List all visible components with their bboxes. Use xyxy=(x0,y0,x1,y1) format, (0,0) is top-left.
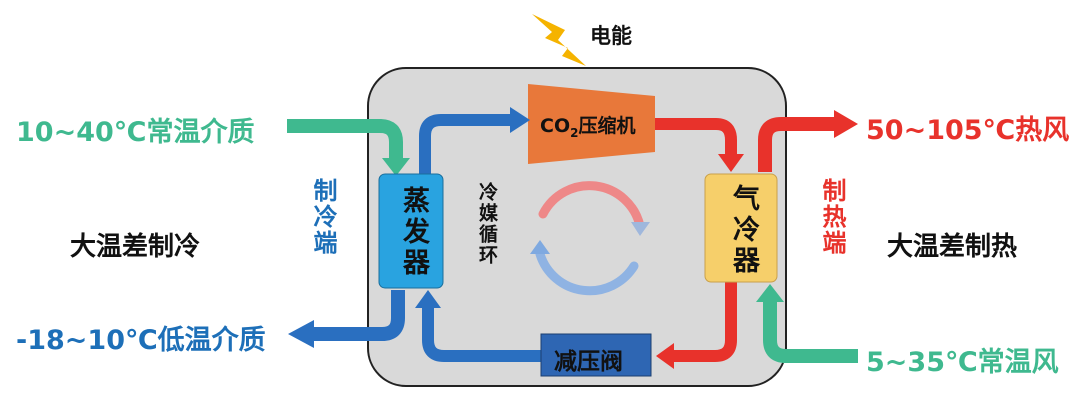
right-side-title: 大温差制热 xyxy=(887,232,1018,262)
heating-end-label: 制热端 xyxy=(818,178,846,256)
cooling-end-label: 制冷端 xyxy=(309,178,337,256)
cycle-arc-blue xyxy=(535,249,639,296)
flow-right-outlet-head xyxy=(834,110,858,138)
cycle-arc-red xyxy=(538,181,645,231)
evaporator-label: 蒸发器 xyxy=(398,186,429,279)
flow-left-inlet xyxy=(287,119,403,160)
flow-left-outlet-head xyxy=(288,320,314,348)
flow-compressor-to-cooler-head xyxy=(718,154,744,172)
evaporator-box xyxy=(378,173,444,289)
power-label: 电能 xyxy=(590,24,632,48)
flow-right-inlet-head xyxy=(756,284,784,302)
right-outlet-label: 50~105℃热风 xyxy=(866,115,1070,146)
flow-valve-to-evap xyxy=(422,306,541,362)
lightning-icon xyxy=(532,14,586,66)
flow-right-outlet xyxy=(758,117,836,172)
left-outlet-label: -18~10℃低温介质 xyxy=(16,325,266,356)
unit-housing xyxy=(367,67,787,387)
refrigerant-cycle-label: 冷媒循环 xyxy=(476,182,498,266)
flow-cooler-to-valve xyxy=(672,282,737,362)
left-inlet-label: 10~40℃常温介质 xyxy=(16,117,255,148)
flow-right-inlet xyxy=(763,300,858,363)
left-side-title: 大温差制冷 xyxy=(70,232,201,262)
cycle-arc-red-head xyxy=(631,222,650,236)
flow-left-outlet xyxy=(312,290,405,341)
flow-cooler-to-valve-head xyxy=(656,343,674,369)
cycle-arc-blue-head xyxy=(530,240,550,254)
flow-evap-to-compressor-head xyxy=(510,107,530,133)
right-inlet-label: 5~35℃常温风 xyxy=(866,347,1059,378)
compressor-label: CO2压缩机 xyxy=(540,115,636,140)
expansion-valve-box xyxy=(540,333,652,377)
gas-cooler-box xyxy=(704,173,778,283)
gas-cooler-label: 气冷器 xyxy=(728,184,759,277)
flow-valve-to-evap-head xyxy=(415,290,441,308)
flow-compressor-to-cooler xyxy=(655,118,737,156)
flow-evap-to-compressor xyxy=(419,114,512,175)
compressor-body xyxy=(528,84,655,164)
flow-left-inlet-head xyxy=(382,158,410,176)
expansion-valve-label: 减压阀 xyxy=(554,349,623,375)
